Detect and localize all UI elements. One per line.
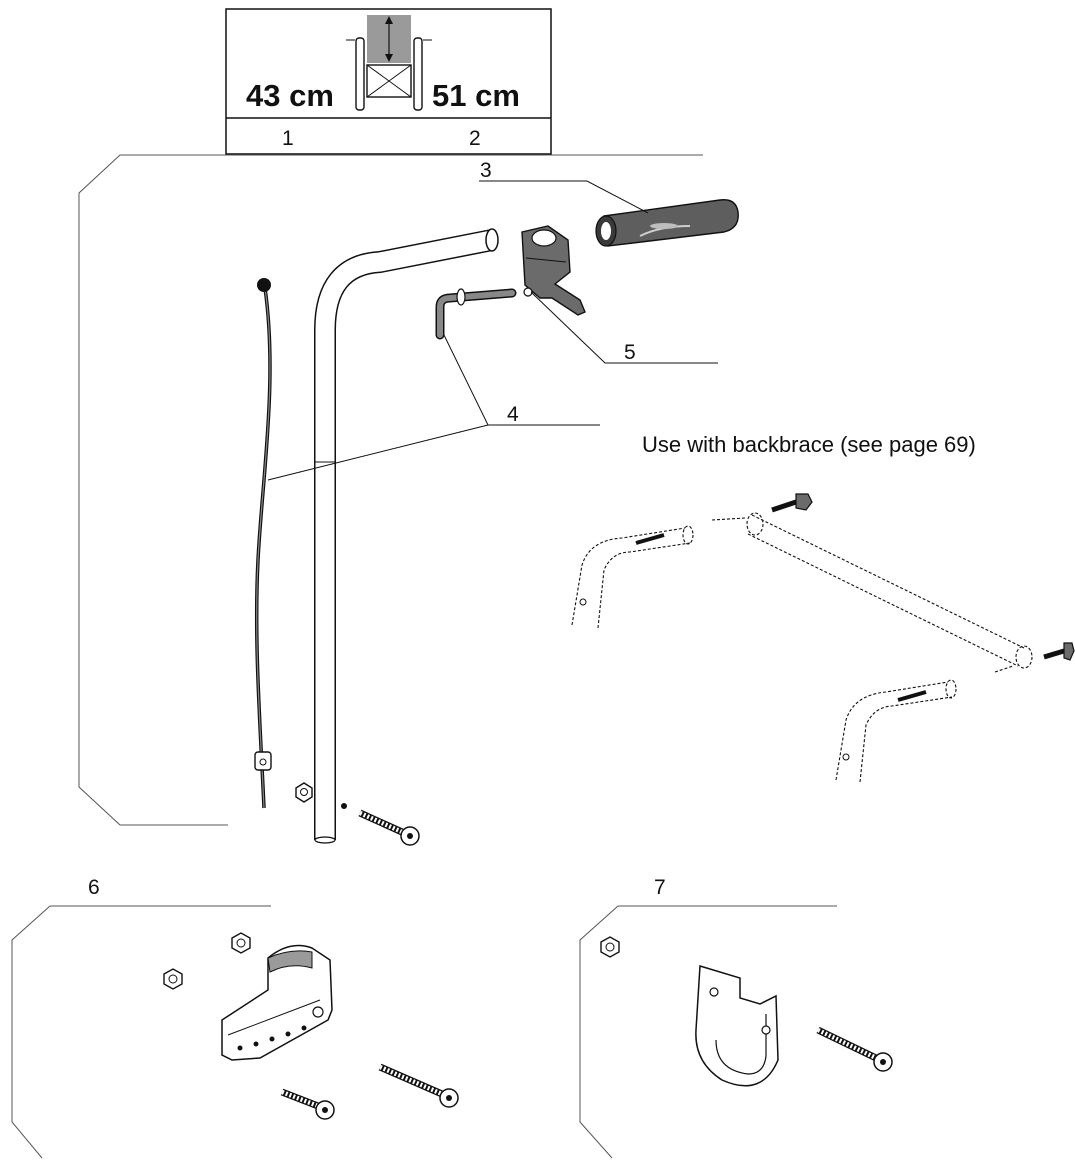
backbrace-illustration <box>571 512 1033 783</box>
cable-pin <box>435 288 517 340</box>
size-column-1-label: 1 <box>282 127 294 150</box>
kit-6-nut-top <box>231 932 251 954</box>
kit-6-nut-left <box>163 968 183 990</box>
size-table: 43 cm 51 cm 1 2 <box>225 8 552 155</box>
backbrace-note: Use with backbrace (see page 69) <box>642 432 976 457</box>
brake-lever <box>521 225 586 316</box>
callout-6: 6 <box>88 876 100 899</box>
leader-5 <box>530 291 718 364</box>
kit-6-bolt-long <box>378 1063 459 1108</box>
tube-nut <box>295 782 313 803</box>
leader-3 <box>479 180 649 214</box>
kit-6-panel-outline <box>11 905 271 1159</box>
backbrace-holes <box>579 598 850 761</box>
kit-7-bolt <box>816 1026 893 1072</box>
kit-6-bracket <box>221 944 333 1061</box>
tube-bolt <box>358 809 420 846</box>
kit-7-nut <box>600 936 620 958</box>
leader-4 <box>443 334 600 426</box>
callout-7: 7 <box>654 876 666 899</box>
seat-width-icon <box>346 15 432 111</box>
leader-4-cable <box>267 424 489 481</box>
size-left-label: 43 cm <box>246 78 334 113</box>
callout-5: 5 <box>624 341 636 364</box>
callout-3: 3 <box>480 159 492 182</box>
size-right-label: 51 cm <box>432 78 520 113</box>
backbrace-knobs <box>635 493 1075 702</box>
push-handle-tube <box>314 228 499 844</box>
main-panel-outline <box>78 154 703 826</box>
brake-cable <box>254 278 272 809</box>
kit-7-clamp <box>695 965 779 1087</box>
callout-leaders <box>267 180 718 481</box>
hand-grip <box>595 199 739 247</box>
callout-4: 4 <box>507 403 519 426</box>
size-column-2-label: 2 <box>469 127 481 150</box>
kit-6-bolt-short <box>280 1088 335 1120</box>
kit-7-panel-outline <box>579 905 837 1159</box>
